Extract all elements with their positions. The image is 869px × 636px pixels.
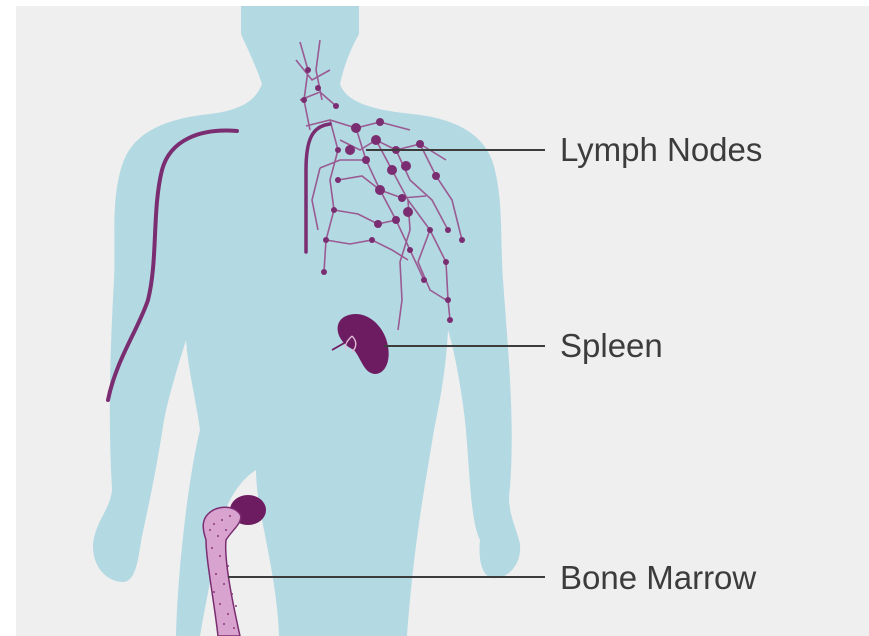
lymph-nodes-label: Lymph Nodes xyxy=(560,133,762,166)
spleen-label: Spleen xyxy=(560,329,663,362)
bone-marrow-label: Bone Marrow xyxy=(560,561,756,594)
femur-bone xyxy=(203,495,266,636)
